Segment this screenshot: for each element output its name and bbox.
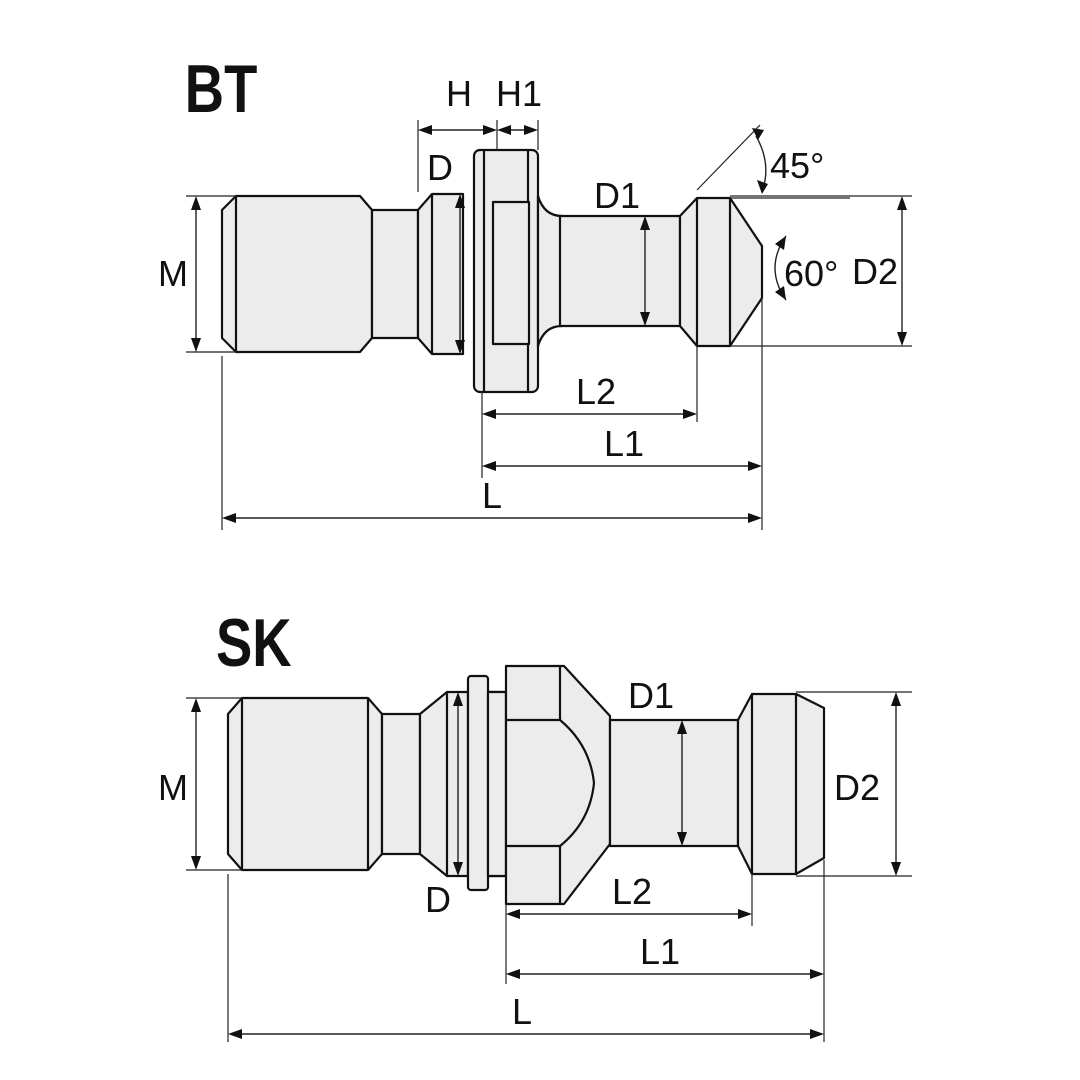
bt-body	[220, 148, 764, 394]
sk-arrowheads	[191, 692, 901, 1039]
bt-label-h: H	[446, 73, 472, 114]
sk-body	[226, 664, 826, 906]
bt-d-collar	[416, 192, 465, 356]
bt-labels: H H1 D D1 45° M 60° D2 L2 L1 L	[158, 73, 898, 516]
sk-disk	[466, 674, 490, 892]
bt-flange-slot	[491, 200, 531, 346]
bt-head	[678, 196, 764, 348]
sk-dimensions	[195, 698, 897, 1035]
sk-title: SK	[216, 605, 292, 681]
bt-fillet	[536, 194, 564, 348]
bt-label-60: 60°	[784, 253, 838, 294]
sk-neck	[380, 712, 422, 856]
bt-label-l1: L1	[604, 423, 644, 464]
bt-label-h1: H1	[496, 73, 542, 114]
bt-extension-lines	[186, 120, 912, 530]
sk-label-d1: D1	[628, 675, 674, 716]
sk-label-l2: L2	[612, 871, 652, 912]
sk-thread-shank	[226, 696, 384, 872]
sk-disk-hub	[486, 690, 508, 878]
bt-thread-shank	[220, 194, 374, 354]
sk-label-d2: D2	[834, 767, 880, 808]
sk-label-d: D	[425, 879, 451, 920]
bt-dimensions	[195, 129, 903, 519]
bt-label-d1: D1	[594, 175, 640, 216]
bt-neck	[370, 208, 420, 340]
bt-arrowheads	[191, 125, 907, 523]
sk-label-l: L	[512, 991, 532, 1032]
sk-d1-shaft	[608, 718, 740, 848]
bt-label-m: M	[158, 253, 188, 294]
bt-label-l: L	[482, 475, 502, 516]
bt-diagram: BT	[158, 51, 912, 530]
sk-curved-face	[559, 719, 596, 847]
bt-label-45: 45°	[770, 145, 824, 186]
sk-label-l1: L1	[640, 931, 680, 972]
sk-label-m: M	[158, 767, 188, 808]
bt-label-d2: D2	[852, 251, 898, 292]
bt-d1-shaft	[558, 214, 682, 328]
sk-head	[736, 692, 826, 876]
sk-extension-lines	[186, 691, 912, 1042]
bt-title: BT	[185, 51, 258, 127]
sk-labels: D1 M D2 D L2 L1 L	[158, 675, 880, 1032]
sk-d-collar	[418, 690, 470, 878]
bt-label-d: D	[427, 147, 453, 188]
sk-diagram: SK	[158, 605, 912, 1042]
bt-label-l2: L2	[576, 371, 616, 412]
